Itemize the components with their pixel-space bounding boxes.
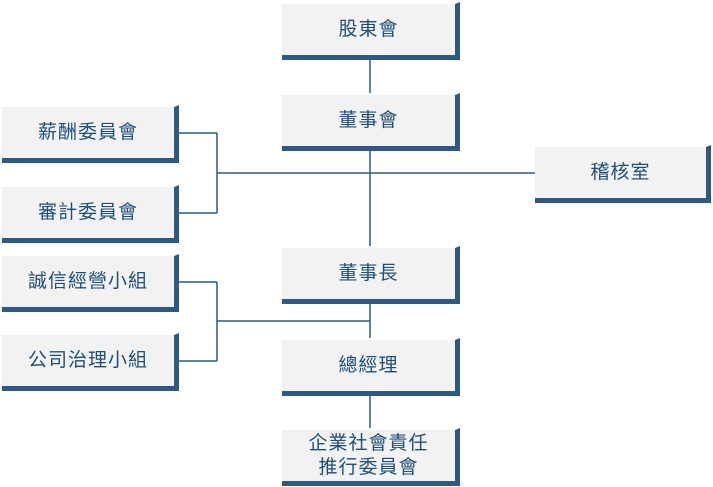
node-audit-committee: 審計委員會: [2, 185, 179, 243]
node-label: 企業社會責任 推行委員會: [308, 431, 429, 478]
node-shareholders: 股東會: [282, 2, 460, 60]
node-compensation-committee: 薪酬委員會: [2, 105, 179, 163]
node-label: 董事長: [338, 261, 399, 284]
node-integrity-team: 誠信經營小組: [2, 254, 179, 312]
node-label: 股東會: [338, 17, 399, 40]
node-internal-audit: 稽核室: [535, 145, 711, 203]
node-label: 公司治理小組: [27, 348, 148, 371]
node-label: 薪酬委員會: [37, 120, 138, 143]
node-board: 董事會: [282, 93, 460, 151]
node-csr-committee: 企業社會責任 推行委員會: [282, 428, 460, 486]
node-label: 稽核室: [590, 160, 651, 183]
node-governance-team: 公司治理小組: [2, 333, 179, 391]
node-label: 總經理: [338, 353, 399, 376]
node-label: 審計委員會: [37, 200, 138, 223]
node-general-manager: 總經理: [282, 338, 460, 396]
node-label: 董事會: [338, 108, 399, 131]
node-chairman: 董事長: [282, 246, 460, 304]
node-label: 誠信經營小組: [27, 269, 148, 292]
